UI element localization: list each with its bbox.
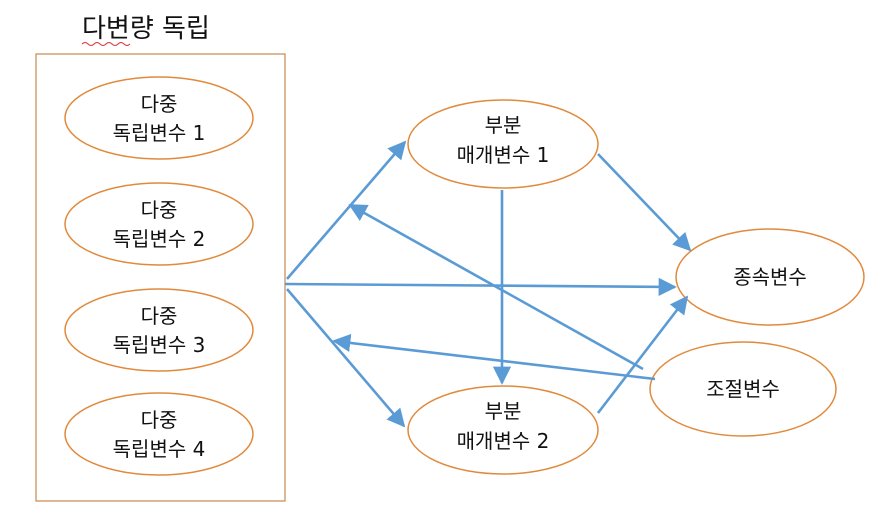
arrow-moderator-to-path2 [332,333,656,381]
arrow-moderator-to-path1 [348,203,644,371]
node-label-top: 부분 [485,399,522,423]
node-label-bottom: 독립변수 1 [113,121,206,145]
node-label-top: 부분 [485,113,522,137]
ellipse [407,385,599,475]
spellcheck-underline [81,42,131,46]
node-label-bottom: 독립변수 2 [113,227,206,251]
arrow-med1-to-dv [597,153,692,252]
ellipse [64,392,254,476]
node-dependent: 종속변수 [675,228,865,326]
arrow-iv-to-dv [284,277,677,296]
node-independent-4: 다중 독립변수 4 [64,392,254,476]
node-label-bottom: 독립변수 3 [113,333,206,357]
group-box [35,53,286,502]
ellipse [675,228,865,326]
node-mediator-1: 부분 매개변수 1 [407,99,599,189]
arrow-med2-to-dv [596,295,689,414]
ellipse [64,182,254,266]
ellipse [649,341,837,437]
node-label: 종속변수 [733,265,807,289]
ellipse [64,288,254,372]
ellipse [407,99,599,189]
ellipse [64,76,254,160]
node-mediator-2: 부분 매개변수 2 [407,385,599,475]
node-label: 조절변수 [706,377,780,401]
node-label-bottom: 매개변수 1 [457,143,550,167]
node-independent-2: 다중 독립변수 2 [64,182,254,266]
node-label-top: 다중 [141,92,178,116]
node-independent-1: 다중 독립변수 1 [64,76,254,160]
node-moderator: 조절변수 [649,341,837,437]
node-label-bottom: 독립변수 4 [113,437,206,461]
node-label-top: 다중 [141,198,178,222]
arrow-iv-to-med2 [286,288,406,428]
node-label-top: 다중 [141,408,178,432]
node-label-bottom: 매개변수 2 [457,429,550,453]
node-label-top: 다중 [141,304,178,328]
arrows [284,140,692,428]
arrow-iv-to-med1 [286,140,407,280]
group-title: 다변량 독립 [82,14,210,44]
node-independent-3: 다중 독립변수 3 [64,288,254,372]
